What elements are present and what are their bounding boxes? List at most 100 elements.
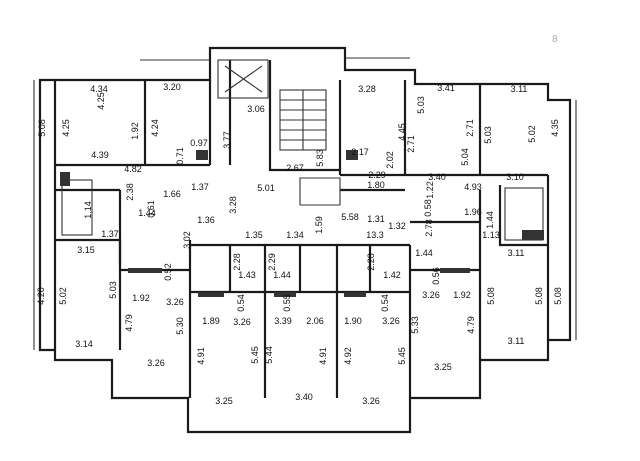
- dimension-label: 1.35: [245, 230, 263, 240]
- dimension-label: 3.40: [428, 172, 446, 182]
- dimension-label: 0.54: [380, 294, 390, 312]
- dimension-label: 5.30: [175, 317, 185, 335]
- dimension-label: 4.92: [343, 347, 353, 365]
- dimension-label: 2.29: [368, 170, 386, 180]
- dimension-label: 1.90: [344, 316, 362, 326]
- dimension-label: 4.25: [96, 92, 106, 110]
- dimension-label: 3.26: [362, 396, 380, 406]
- exterior-walls: [33, 46, 577, 434]
- dimension-label: 1.80: [367, 180, 385, 190]
- dimension-label: 1.42: [383, 270, 401, 280]
- dimension-label: 1.89: [202, 316, 220, 326]
- dimension-label: 3.11: [508, 336, 525, 346]
- dimension-label: 4.93: [464, 182, 482, 192]
- dimension-label: 0.71: [175, 147, 185, 165]
- dimension-label: 2.29: [267, 253, 277, 271]
- dimension-label: 5.58: [341, 212, 359, 222]
- dimension-label: 5.03: [108, 281, 118, 299]
- dimension-label: 4.20: [36, 287, 46, 305]
- dimension-label: 5.83: [315, 149, 325, 167]
- dimension-label: 2.71: [406, 135, 416, 153]
- dimension-label: 4.24: [150, 119, 160, 137]
- dimension-label: 3.26: [166, 297, 184, 307]
- dimension-label: 1.92: [130, 122, 140, 140]
- dimension-label: 0.54: [236, 294, 246, 312]
- dimension-label: 3.10: [506, 172, 524, 182]
- dimension-label: 5.02: [527, 125, 537, 143]
- dimension-label: 3.39: [274, 316, 292, 326]
- dimension-label: 1.92: [453, 290, 471, 300]
- dimension-label: 3.25: [434, 362, 452, 372]
- dimension-label: 5.08: [553, 287, 563, 305]
- dimension-label: 5.33: [410, 316, 420, 334]
- dimension-label: 3.15: [77, 245, 95, 255]
- dimension-label: 3.20: [163, 82, 181, 92]
- dimension-label: 5.45: [250, 346, 260, 364]
- dimension-label: 1.44: [273, 270, 291, 280]
- dimension-label: 1.44: [415, 248, 433, 258]
- dimension-label: 3.14: [75, 339, 93, 349]
- dimension-label: 4.79: [124, 314, 134, 332]
- dimension-label: 3.40: [295, 392, 313, 402]
- dimension-label: 4.45: [397, 123, 407, 141]
- dimension-label: 2.38: [125, 183, 135, 201]
- dimension-label: 2.71: [465, 119, 475, 137]
- dimension-label: 0.97: [190, 138, 208, 148]
- dimension-label: 13.3: [366, 230, 384, 240]
- dimension-label: 1.44: [138, 208, 156, 218]
- dimension-label: 3.11: [508, 248, 525, 258]
- dimension-label: 5.03: [483, 126, 493, 144]
- dimension-label: 1.32: [388, 221, 406, 231]
- dimension-label: 3.41: [437, 83, 455, 93]
- dimension-label: 3.26: [233, 317, 251, 327]
- dimension-label: 4.34: [90, 84, 108, 94]
- dimension-label: 1.22: [425, 181, 435, 199]
- dimension-label: 5.08: [534, 287, 544, 305]
- dimension-label: 4.91: [196, 347, 206, 365]
- dimension-label: 2.67: [286, 163, 304, 173]
- dimension-label: 5.08: [486, 287, 496, 305]
- dimension-label: 5.44: [264, 346, 274, 364]
- corner-mark: 8: [552, 34, 558, 45]
- dimension-label: 1.43: [238, 270, 256, 280]
- dimension-label: 1.37: [191, 182, 209, 192]
- dimension-label: 2.78: [424, 219, 434, 237]
- dimension-label: 1.14: [83, 201, 93, 219]
- dimension-label: 2.17: [351, 147, 369, 157]
- dimension-label: 0.61: [146, 200, 156, 218]
- dimension-label: 1.31: [367, 214, 385, 224]
- dimension-label: 4.91: [318, 347, 328, 365]
- dimension-label: 1.66: [163, 189, 181, 199]
- dimension-label: 0.56: [431, 267, 441, 285]
- dimension-label: 1.36: [197, 215, 215, 225]
- dimension-label: 4.35: [550, 119, 560, 137]
- dimension-label: 5.02: [58, 287, 68, 305]
- dimension-label: 0.55: [282, 294, 292, 312]
- stairwell: [61, 59, 544, 241]
- dimension-label: 0.52: [163, 263, 173, 281]
- dimension-label: 5.45: [397, 347, 407, 365]
- dimension-label: 1.37: [101, 229, 119, 239]
- dimension-label: 3.06: [247, 104, 265, 114]
- dimension-label: 3.26: [422, 290, 440, 300]
- dimension-label: 3.02: [182, 231, 192, 249]
- dimension-label: 1.13: [482, 230, 500, 240]
- dimension-label: 2.06: [306, 316, 324, 326]
- dimension-label: 3.26: [147, 358, 165, 368]
- wall-hatches: [60, 150, 544, 297]
- dimension-label: 3.26: [382, 316, 400, 326]
- dimension-label: 4.82: [124, 164, 142, 174]
- dimension-label: 3.28: [358, 84, 376, 94]
- dimension-label: 1.44: [485, 211, 495, 229]
- dimension-label: 4.39: [91, 150, 109, 160]
- dimension-label: 5.01: [257, 183, 275, 193]
- dimension-label: 3.11: [511, 84, 528, 94]
- dimension-label: 1.96: [464, 207, 482, 217]
- dimension-label: 2.28: [232, 253, 242, 271]
- dimension-label: 3.28: [228, 196, 238, 214]
- dimension-label: 5.03: [416, 96, 426, 114]
- dimension-label: 3.77: [222, 131, 232, 149]
